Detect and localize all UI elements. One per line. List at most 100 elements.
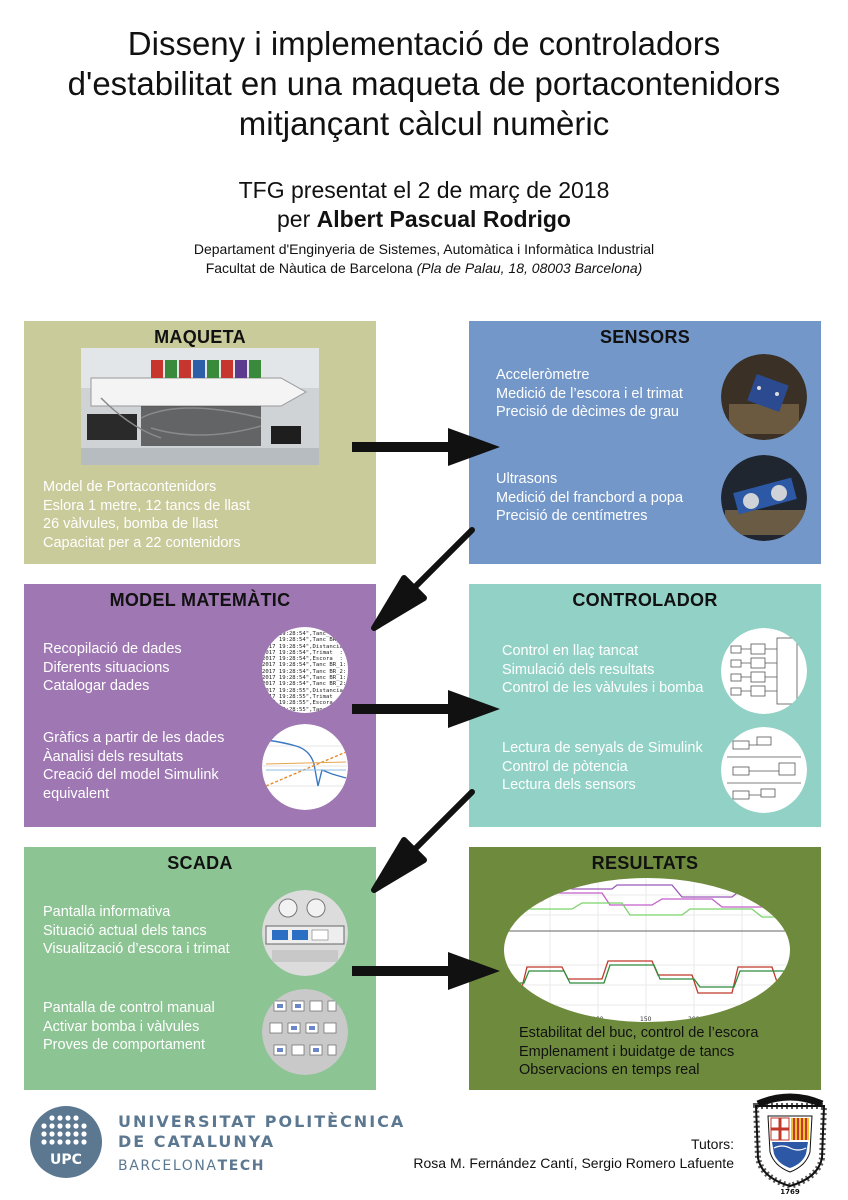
scada-line: Pantalla informativa [43,904,171,920]
department: Departament d'Enginyeria de Sistemes, Au… [193,241,655,257]
arrow-diagonal-1 [371,527,475,631]
log-line: 2017 19:28:55",Distancia: 0 [262,687,348,694]
sensors-group-ultrasound: Ultrasons Medició del francbord a popa P… [496,470,683,526]
scada-line: Activar bomba i vàlvules [43,1018,200,1035]
sensor-line: Ultrasons [496,471,558,487]
model-ship-photo [81,348,319,465]
chart-tick-label: 150 [640,1016,652,1023]
panel-sensors: SENSORS Acceleròmetre Medició de l’escor… [469,321,821,564]
log-line: 2017 19:28:55",Tanc BR [262,706,337,713]
faculty: Facultat de Nàutica de Barcelona [205,260,413,276]
log-line: 2017 19:28:55",Trimat : 0 [262,693,348,700]
log-line: 2017 19:28:54",Tanc BR_1: 333 [262,675,347,682]
panel-scada: SCADA Pantalla informativa Situació actu… [24,847,376,1090]
results-line: Observacions en temps real [519,1062,700,1078]
upc-barcelona: BARCELONA [118,1158,218,1174]
controller-line: Control de pòtencia [502,758,628,775]
controller-line: Simulació dels resultats [502,661,655,678]
results-line: Estabilitat del buc, control de l’escora [519,1025,759,1041]
scada-info-screen-thumbnail [262,890,348,976]
chart-tick-label: 300 [772,1016,784,1023]
scada-group-manual: Pantalla de control manual Activar bomba… [43,999,215,1055]
maqueta-text: Model de Portacontenidors Eslora 1 metre… [43,478,250,552]
sensor-line: Precisió de dècimes de grau [496,404,679,420]
model-group-graphs: Gràfics a partir de les dades Àanalisi d… [43,729,224,803]
maqueta-line: 26 vàlvules, bomba de llast [43,516,218,532]
panel-controlador: CONTROLADOR Control en llaç tancat Simul… [469,584,821,827]
controller-group-signals: Lectura de senyals de Simulink Control d… [502,739,703,795]
log-line: 2017 19:28:54",Tanc BR_ [262,637,340,644]
data-graph-thumbnail [262,724,348,810]
title-line-1: Disseny i implementació de controladors [127,25,721,62]
panel-title: SCADA [167,853,233,873]
accelerometer-photo [721,354,807,440]
presentation-date: TFG presentat el 2 de març de 2018 [238,177,610,203]
arrow-diagonal-2 [371,789,475,893]
model-line: Creació del model Simulink [43,767,219,783]
scada-line: Proves de comportament [43,1037,205,1053]
panel-title: MAQUETA [154,327,246,347]
panel-maqueta: MAQUETA Model de Portacontenidors Eslora… [24,321,376,564]
results-line: Emplenament i buidatge de tancs [519,1043,735,1060]
panel-title: RESULTATS [591,853,699,873]
controller-line: Lectura de senyals de Simulink [502,740,703,756]
author-line: per Albert Pascual Rodrigo [0,205,848,234]
sensor-line: Precisió de centímetres [496,508,648,524]
maqueta-line: Capacitat per a 22 contenidors [43,534,241,551]
data-log-thumbnail: 2017 19:28:54",Tanc_2017 19:28:54",Tanc … [262,627,348,713]
results-text: Estabilitat del buc, control de l’escora… [519,1024,758,1080]
maqueta-line: Model de Portacontenidors [43,479,217,495]
log-line: 2017 19:28:54",Tanc_ [262,631,330,637]
sensor-line: Medició de l’escora i el trimat [496,385,683,402]
panel-title: SENSORS [599,327,691,347]
poster-title: Disseny i implementació de controladors … [0,24,848,144]
model-line: Gràfics a partir de les dades [43,730,225,746]
log-line: 2017 19:28:54",Distancia: [262,643,347,650]
model-line: Àanalisi dels resultats [43,748,184,765]
title-line-2: d'estabilitat en una maqueta de portacon… [67,65,781,102]
maqueta-line: Eslora 1 metre, 12 tancs de llast [43,497,251,514]
sensors-group-accelerometer: Acceleròmetre Medició de l’escora i el t… [496,366,683,422]
simulink-signals-thumbnail [721,727,807,813]
chart-tick-label: 200 [688,1016,700,1023]
faculty-line: Facultat de Nàutica de Barcelona (Pla de… [0,259,848,278]
controller-group-loop: Control en llaç tancat Simulació dels re… [502,642,704,698]
upc-line-2: DE CATALUNYA [118,1132,276,1151]
controller-line: Lectura dels sensors [502,777,636,793]
controller-line: Control en llaç tancat [502,643,639,659]
scada-manual-screen-thumbnail [262,989,348,1075]
model-line: equivalent [43,785,110,802]
upc-wordmark: UNIVERSITAT POLITÈCNICA DE CATALUNYA BAR… [118,1112,405,1176]
faculty-address: (Pla de Palau, 18, 08003 Barcelona) [416,260,643,276]
sensor-line: Medició del francbord a popa [496,489,684,506]
log-line: 2017 19:28:54",Trimat : 0. [262,649,348,656]
scada-group-info: Pantalla informativa Situació actual del… [43,903,230,959]
panel-title: MODEL MATEMÀTIC [109,590,291,610]
model-line: Diferents situacions [43,659,170,676]
upc-line-1: UNIVERSITAT POLITÈCNICA [118,1112,406,1131]
chart-tick-label: 100 [592,1016,604,1023]
upc-logo: UPC [30,1106,102,1178]
chart-tick-label: 250 [736,1016,748,1023]
panel-resultats: RESULTATS 50 100 150 200 [469,847,821,1090]
panel-model-matematic: MODEL MATEMÀTIC Recopilació de dades Dif… [24,584,376,827]
log-line: 2017 19:28:55",Escora : - [262,700,348,707]
subtitle: TFG presentat el 2 de març de 2018 per A… [0,176,848,234]
author-prefix: per [277,206,311,232]
scada-line: Situació actual dels tancs [43,922,207,939]
log-line: 2017 19:28:54",Tanc BR_1: 73 [262,662,348,669]
upc-logo-text: UPC [50,1152,82,1168]
scada-line: Pantalla de control manual [43,1000,215,1016]
arrow-right-3 [352,952,500,990]
log-line: 2017 19:28:54",Tanc BR_2: 45 [262,681,348,688]
crest-year: 1769 [780,1188,800,1196]
nautica-crest: 1769 [752,1093,828,1196]
chart-tick-label: 50 [546,1016,554,1023]
model-group-data: Recopilació de dades Diferents situacion… [43,640,182,696]
tutors-label: Tutors: [690,1136,734,1152]
upc-tech: TECH [217,1158,266,1174]
results-graph: 50 100 150 200 250 300 [504,878,790,1023]
model-line: Recopilació de dades [43,641,182,657]
arrow-right-1 [352,428,500,466]
affiliation: Departament d'Enginyeria de Sistemes, Au… [0,240,848,278]
